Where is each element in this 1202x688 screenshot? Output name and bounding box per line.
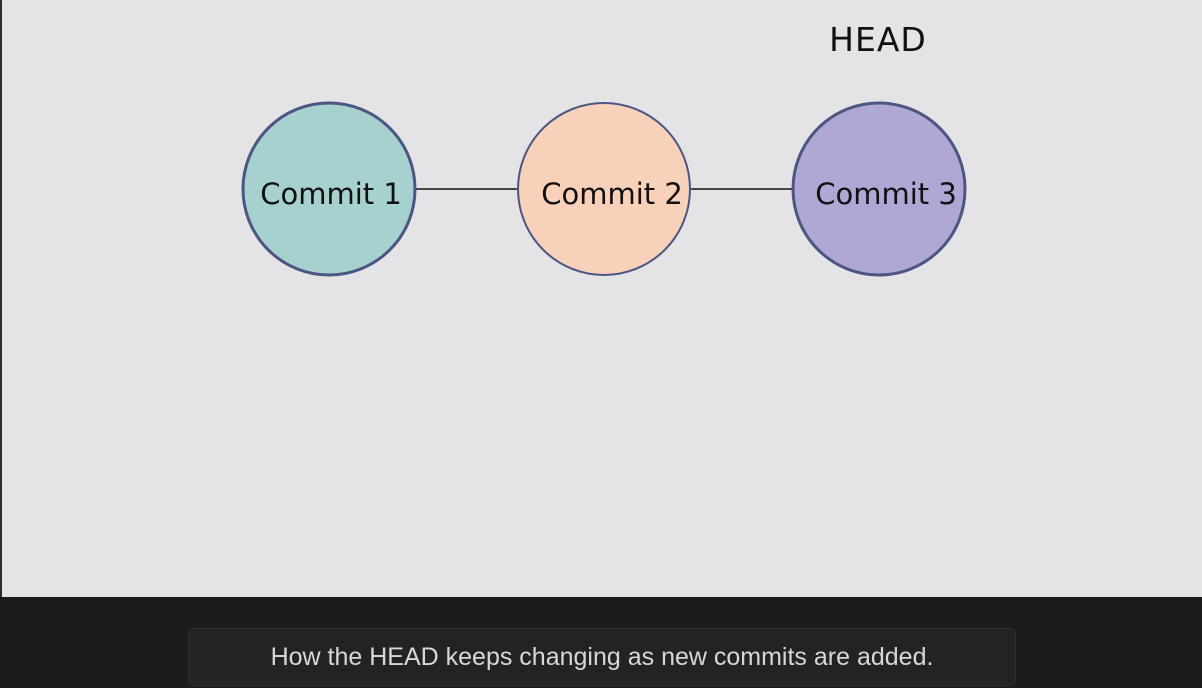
commit-node-1: Commit 1 <box>241 101 417 277</box>
caption-text: How the HEAD keeps changing as new commi… <box>188 628 1016 686</box>
commit-label: Commit 2 <box>541 177 683 211</box>
commit-label: Commit 3 <box>815 177 957 211</box>
diagram-canvas: Commit 1 Commit 2 Commit 3 HEAD <box>0 0 1202 597</box>
commit-node-3: Commit 3 <box>791 101 967 277</box>
head-label: HEAD <box>829 20 927 59</box>
commit-circle <box>517 102 691 276</box>
commit-diagram: Commit 1 Commit 2 Commit 3 HEAD <box>241 20 967 277</box>
commit-label: Commit 1 <box>260 177 402 211</box>
commit-circle <box>791 101 967 277</box>
commit-node-2: Commit 2 <box>517 102 691 276</box>
commit-circle <box>241 101 417 277</box>
